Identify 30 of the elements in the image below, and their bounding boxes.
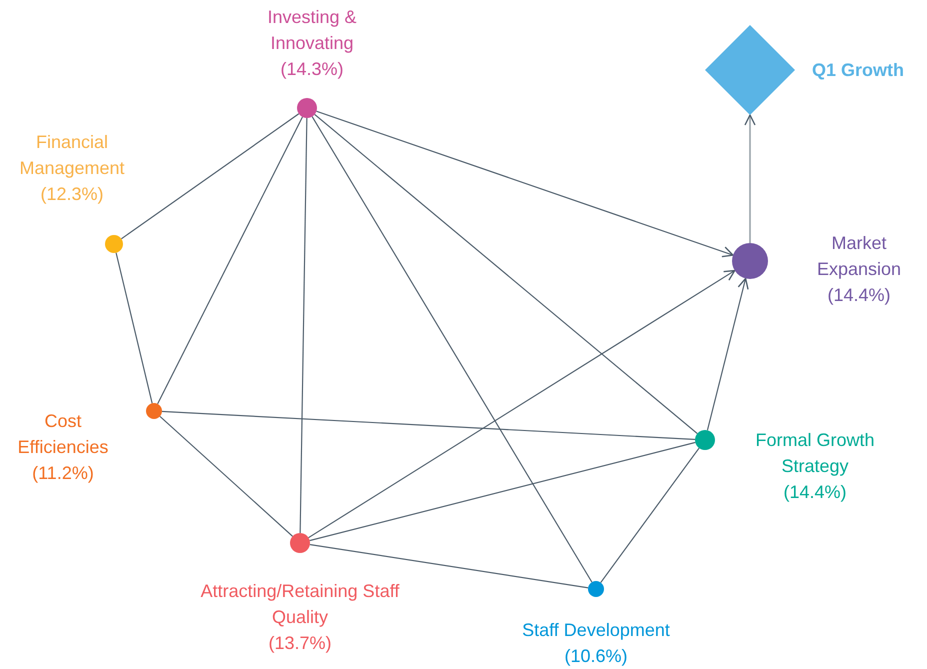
arrow (316, 110, 734, 258)
node-label: Staff Development (522, 619, 670, 642)
connector-line (160, 416, 293, 537)
connector-line (312, 116, 592, 582)
node-label: Formal Growth Strategy (754, 429, 876, 478)
percentage-label: (12.3%) (40, 183, 104, 206)
connector-line (116, 252, 153, 404)
percentage-label: (13.7%) (268, 632, 332, 655)
percentage-label: (14.4%) (783, 481, 847, 504)
arrow (308, 270, 736, 538)
connector-line (310, 442, 696, 542)
connector-line (121, 113, 300, 240)
connector-line (157, 116, 303, 404)
node-label: Financial Management (18, 131, 126, 180)
node-label: Cost Efficiencies (16, 410, 110, 459)
connector-line (600, 448, 700, 583)
percentage-label: (11.2%) (32, 462, 94, 485)
percentage-label: (14.3%) (280, 58, 344, 81)
connector-line (310, 544, 588, 588)
arrow (744, 114, 756, 243)
node-label: Market Expansion (816, 232, 902, 281)
arrow (706, 278, 749, 430)
node-label: Attracting/Retaining Staff Quality (200, 580, 400, 629)
percentage-label: (10.6%) (564, 645, 628, 668)
node-label: Investing & Innovating (266, 6, 358, 55)
connector-line (300, 118, 308, 533)
connector-line (314, 114, 698, 434)
connector-line (162, 410, 696, 440)
percentage-label: (14.4%) (827, 284, 891, 307)
node-label: Q1 Growth (812, 59, 904, 82)
